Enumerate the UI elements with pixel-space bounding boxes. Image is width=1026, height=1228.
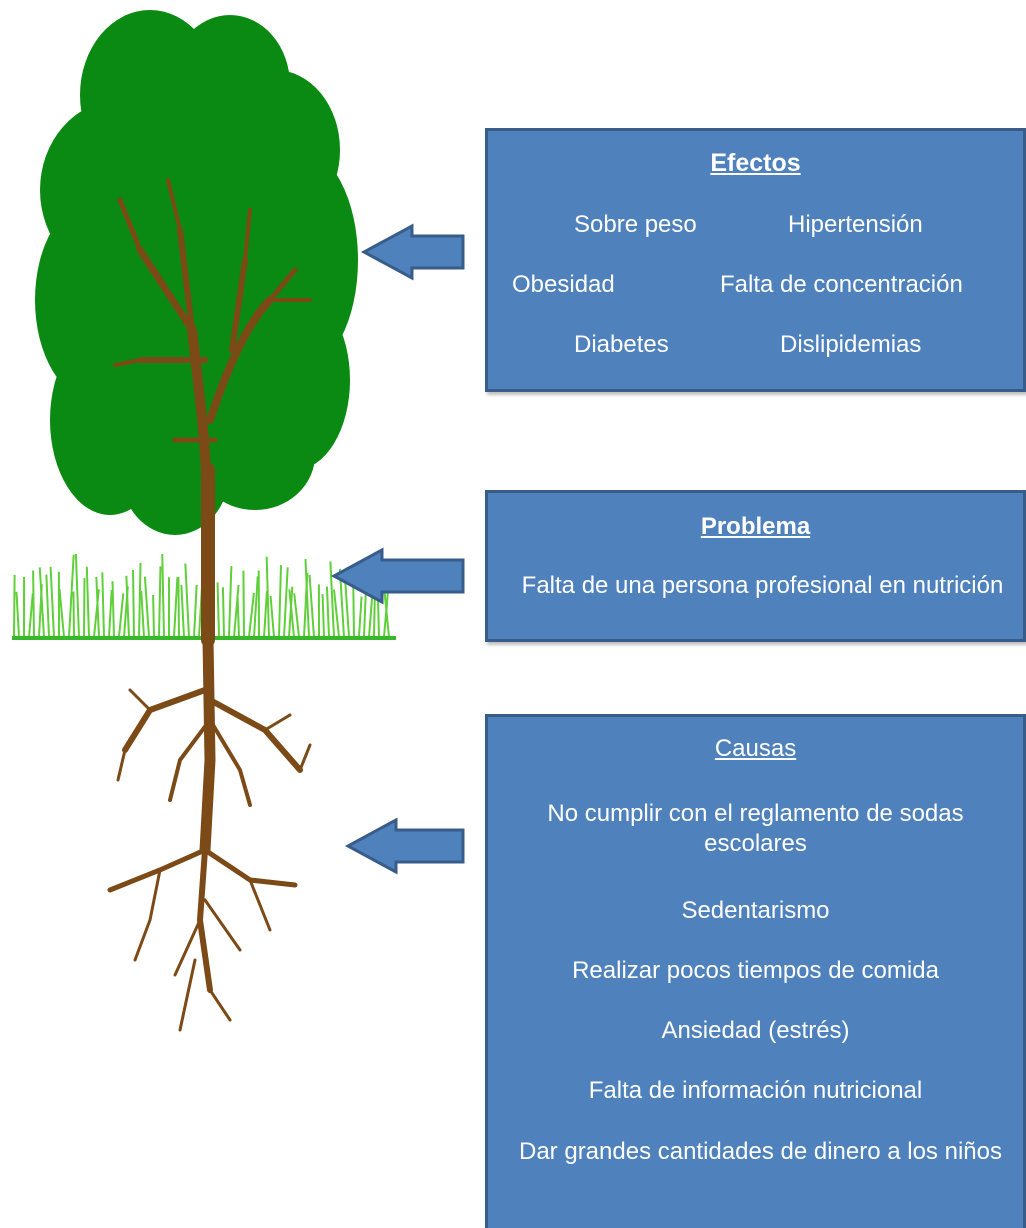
grass-blade	[38, 567, 45, 638]
grass-blade	[138, 562, 142, 638]
grass-blade	[58, 588, 65, 638]
grass-blade	[68, 554, 75, 638]
grass-blade	[28, 593, 34, 638]
grass-blade	[93, 589, 100, 638]
grass-blade	[32, 570, 35, 638]
grass-blade	[288, 589, 295, 638]
cause-item: Realizar pocos tiempos de comida	[572, 957, 939, 984]
grass-blade	[329, 561, 335, 638]
grass-blade	[108, 590, 113, 638]
grass-blade	[45, 574, 50, 638]
arrow-left-icon	[330, 547, 465, 605]
grass-blade	[152, 594, 155, 638]
grass-blade	[180, 585, 185, 638]
grass-blade	[304, 559, 310, 638]
grass-blade	[321, 594, 325, 638]
grass-blade	[184, 563, 190, 638]
grass-blade	[283, 567, 289, 638]
effect-item: Falta de concentración	[720, 271, 963, 298]
problem-box: Problema Falta de una persona profesiona…	[485, 490, 1026, 642]
grass-blade	[111, 581, 115, 638]
grass-blade	[253, 576, 259, 638]
effect-item: Obesidad	[512, 271, 615, 298]
cause-item: No cumplir con el reglamento de sodas es…	[547, 800, 964, 857]
grass-blade	[228, 566, 233, 638]
effect-item: Sobre peso	[574, 211, 697, 238]
grass-blade	[269, 595, 275, 638]
cause-item: Falta de información nutricional	[588, 1077, 923, 1104]
causes-title: Causas	[714, 735, 797, 762]
grass-blade	[358, 596, 363, 638]
grass-blade	[242, 570, 245, 638]
grass-blade	[177, 576, 180, 638]
grass-blade	[173, 577, 179, 638]
grass	[13, 553, 390, 638]
grass-blade	[278, 565, 282, 638]
grass-blade	[161, 553, 165, 638]
effect-item: Diabetes	[574, 331, 669, 358]
effects-box: Efectos Sobre peso Hipertensión Obesidad…	[485, 128, 1026, 392]
grass-blade	[216, 582, 220, 638]
grass-blade	[83, 578, 86, 638]
grass-blade	[344, 578, 350, 638]
grass-blade	[293, 593, 300, 638]
grass-blade	[233, 584, 240, 638]
effect-item: Hipertensión	[788, 211, 923, 238]
grass-blade	[74, 553, 80, 638]
grass-blade	[72, 591, 75, 638]
grass-blade	[95, 576, 100, 638]
grass-blade	[236, 596, 240, 638]
grass-blade	[118, 593, 125, 638]
grass-blade	[132, 569, 135, 638]
cause-item: Sedentarismo	[681, 897, 830, 924]
cause-item: Dar grandes cantidades de dinero a los n…	[519, 1138, 1002, 1165]
grass-blade	[248, 592, 255, 638]
grass-blade	[325, 586, 330, 638]
grass-blade	[49, 566, 55, 638]
grass-blade	[263, 591, 268, 638]
problem-title: Problema	[700, 513, 811, 540]
causes-box: Causas No cumplir con el reglamento de s…	[485, 714, 1026, 1228]
arrow-left-icon	[344, 817, 465, 875]
grass-blade	[265, 556, 270, 638]
foliage	[35, 10, 358, 535]
grass-blade	[221, 587, 225, 638]
grass-blade	[193, 584, 198, 638]
grass-blade	[308, 574, 315, 638]
grass-blade	[143, 576, 150, 638]
grass-blade	[125, 575, 130, 638]
grass-blade	[101, 572, 105, 638]
problem-text: Falta de una persona profesional en nutr…	[521, 572, 1004, 599]
grass-blade	[140, 590, 145, 638]
arrow-left-icon	[360, 223, 465, 281]
grass-blade	[13, 574, 16, 638]
effects-title: Efectos	[710, 149, 801, 177]
grass-blade	[333, 589, 340, 638]
grass-blade	[15, 591, 20, 638]
cause-item: Ansiedad (estrés)	[661, 1017, 850, 1044]
grass-blade	[383, 593, 390, 638]
tree-trunk	[107, 178, 312, 1032]
grass-blade	[85, 566, 90, 638]
effect-item: Dislipidemias	[780, 331, 922, 358]
grass-blade	[158, 566, 162, 638]
